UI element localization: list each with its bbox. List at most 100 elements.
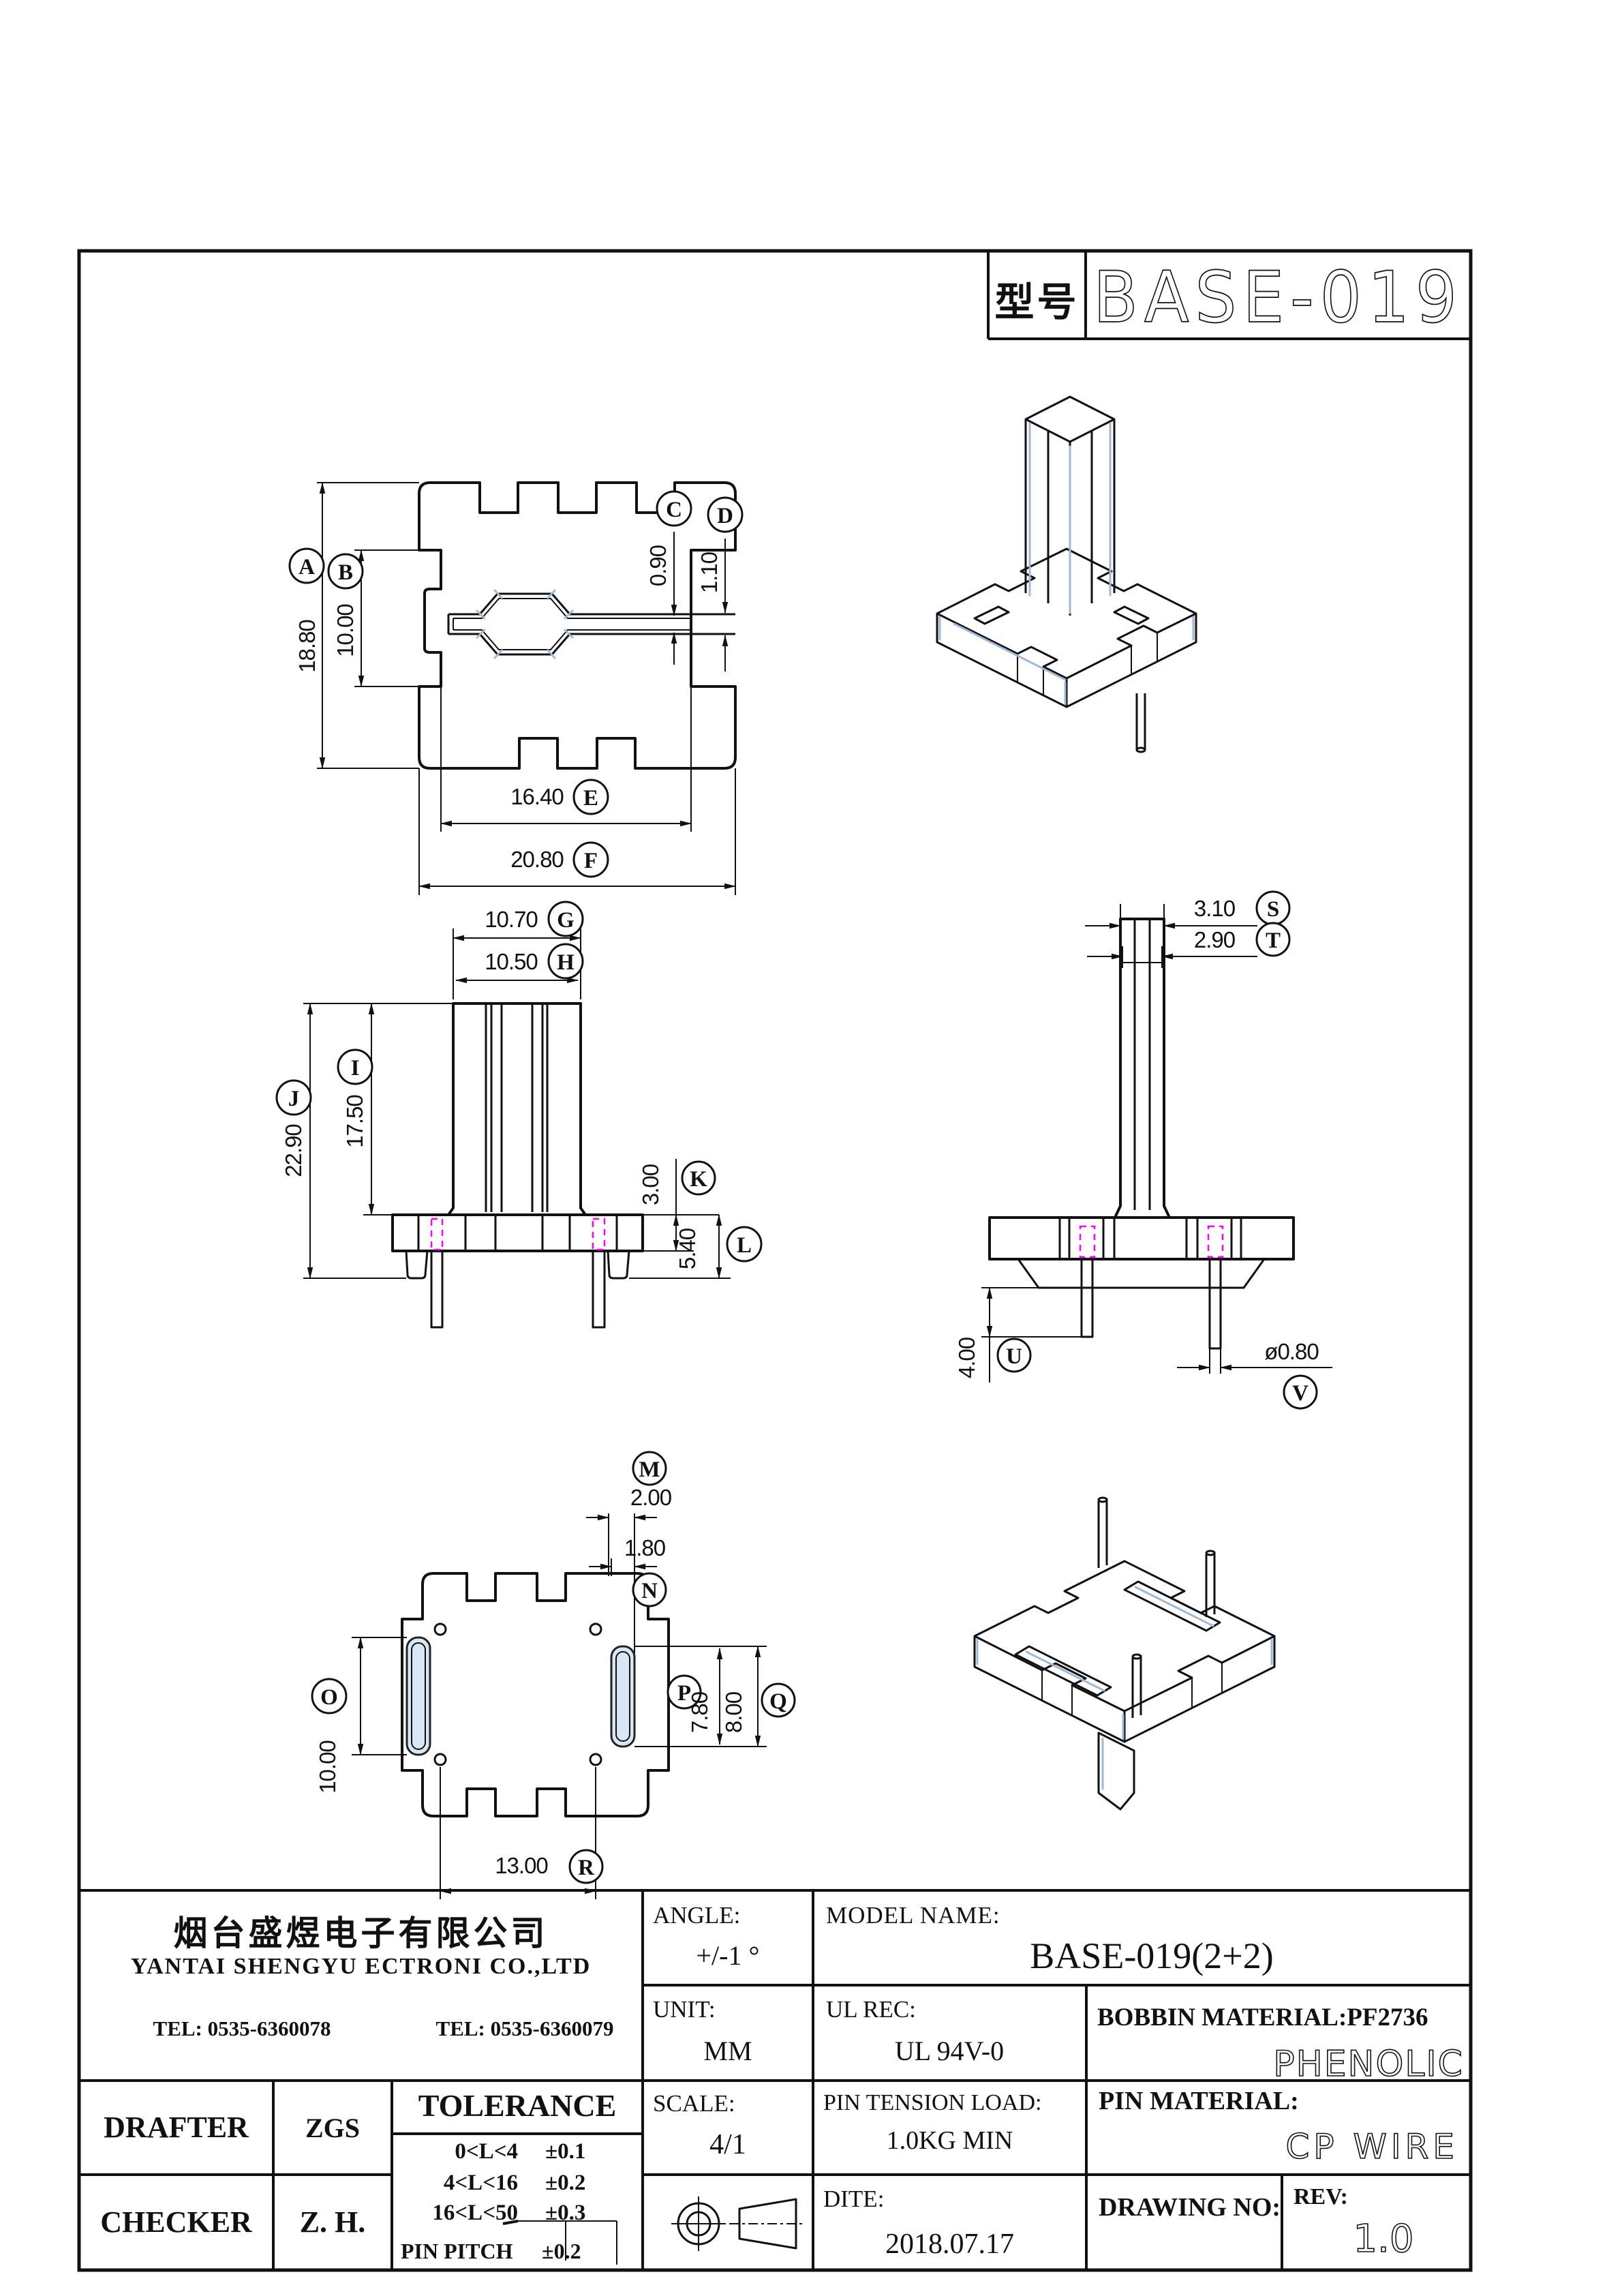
dim-V: ø0.80 V [1177, 1339, 1332, 1410]
tolerance-row-range: PIN PITCH [401, 2239, 513, 2263]
dim-I: I 17.50 [337, 1003, 393, 1215]
iso-top-part [936, 395, 1197, 753]
pin-hole [433, 1753, 447, 1766]
date-label: DITE: [823, 2186, 885, 2212]
dim-P-value: 7.80 [687, 1691, 712, 1733]
front-view-part [391, 1002, 644, 1329]
dim-F-value: 20.80 [510, 847, 564, 872]
hidden-pin-hole-right [592, 1218, 606, 1251]
bottom-view-part [401, 1572, 670, 1817]
dim-N: 1.80 N [589, 1535, 667, 1607]
dim-V-value: ø0.80 [1264, 1339, 1319, 1364]
sheet-border [77, 249, 1473, 2272]
dim-B: B 10.00 [327, 549, 441, 687]
tolerance-row-range: 4<L<16 [443, 2171, 518, 2195]
dim-J-letter: J [288, 1087, 300, 1111]
front-pin-left [430, 1250, 444, 1329]
ul-rec-value: UL 94V-0 [894, 2036, 1005, 2066]
dim-E: 16.40 E [440, 686, 692, 832]
title-block-grid [987, 252, 1471, 340]
dim-L-value: 5.40 [675, 1228, 700, 1269]
dim-K-value: 3.00 [638, 1164, 663, 1205]
unit-label: UNIT: [653, 1996, 716, 2023]
dim-L: 5.40 L [629, 1214, 763, 1279]
dim-G-letter: G [557, 908, 575, 933]
dim-R: 13.00 R [440, 1767, 604, 1899]
hidden-pin-hole-left [430, 1218, 444, 1251]
tolerance-row-tol: ±0.3 [545, 2201, 586, 2225]
unit-value: MM [703, 2036, 752, 2066]
dim-N-value: 1.80 [624, 1535, 666, 1560]
dim-D: D 1.10 [697, 496, 744, 671]
dim-H: 10.50 H [455, 943, 584, 984]
bottom-slot-left [406, 1636, 431, 1756]
title-model-value-clip: BASE-019 [1090, 251, 1471, 338]
dim-S-value: 3.10 [1194, 896, 1236, 921]
bottom-slot-right [610, 1645, 636, 1748]
drafter-value: ZGS [305, 2113, 361, 2143]
dim-Q-letter: Q [769, 1689, 787, 1714]
angle-value: +/-1 ° [696, 1940, 760, 1971]
pin-hole [589, 1753, 602, 1766]
dim-P-letter: P [677, 1681, 691, 1706]
view-bottom-plan: M 2.00 1.80 N O 10.00 P 7.80 [311, 1451, 796, 1899]
dim-J-value: 22.90 [281, 1124, 306, 1177]
dim-K: 3.00 K [638, 1159, 719, 1252]
info-table-grid [79, 1889, 1471, 2270]
dim-C: C 0.90 [645, 490, 692, 665]
dim-K-letter: K [690, 1167, 707, 1192]
dim-H-value: 10.50 [485, 949, 538, 974]
tolerance-title: TOLERANCE [418, 2088, 617, 2123]
side-hidden-hole-left [1079, 1225, 1096, 1258]
dim-N-letter: N [641, 1579, 658, 1603]
dim-G: 10.70 G [453, 901, 584, 999]
dim-A: A 18.80 [288, 482, 419, 769]
dim-E-letter: E [583, 786, 598, 811]
tolerance-row-tol: ±0.2 [545, 2171, 586, 2195]
tolerance-row-range: 16<L<50 [432, 2201, 518, 2225]
dim-U: U 4.00 [954, 1287, 1082, 1383]
dim-D-value: 1.10 [697, 552, 722, 593]
dim-O: O 10.00 [311, 1637, 407, 1794]
tolerance-dim-glyph [502, 2220, 617, 2265]
dim-Q-value: 8.00 [721, 1691, 746, 1733]
dim-C-letter: C [666, 498, 682, 522]
slot-chamfer-ticks [476, 589, 574, 659]
tolerance-row-tol: ±0.1 [545, 2139, 586, 2164]
drafter-label: DRAFTER [104, 2111, 249, 2144]
dim-T-value: 2.90 [1194, 927, 1236, 952]
iso-bottom-part [973, 1496, 1276, 1811]
pin-material-label: PIN MATERIAL: [1099, 2087, 1299, 2115]
top-view-part-outline [418, 481, 737, 770]
bobbin-material-value: PHENOLIC [1272, 2043, 1464, 2085]
date-value: 2018.07.17 [885, 2229, 1014, 2260]
dim-P: P 7.80 [634, 1646, 767, 1747]
dim-F-letter: F [584, 849, 598, 873]
dim-M-value: 2.00 [630, 1485, 672, 1510]
rev-value: 1.0 [1353, 2216, 1415, 2262]
side-view-part [988, 918, 1295, 1350]
pin-hole [589, 1622, 602, 1636]
dim-T: 2.90 T [1087, 922, 1291, 968]
company-tel-1: TEL: 0535-6360078 [153, 2016, 331, 2040]
view-top-plan: A 18.80 B 10.00 C 0.90 D 1.10 [288, 481, 744, 895]
company-name-cn: 烟台盛煜电子有限公司 [173, 1914, 549, 1952]
title-model-value: BASE-019 [1092, 256, 1463, 338]
dim-M-letter: M [639, 1457, 660, 1482]
dim-C-value: 0.90 [645, 545, 671, 586]
dim-I-letter: I [351, 1056, 360, 1081]
dim-S-letter: S [1267, 897, 1279, 922]
dim-T-letter: T [1266, 928, 1281, 953]
pin-tension-value: 1.0KG MIN [886, 2126, 1013, 2155]
dim-L-letter: L [737, 1233, 752, 1258]
dim-B-value: 10.00 [333, 604, 358, 657]
dim-U-value: 4.00 [954, 1337, 979, 1378]
view-side-elevation: 3.10 S 2.90 T U 4.00 [954, 890, 1332, 1410]
pin-hole [433, 1622, 447, 1636]
dim-O-letter: O [320, 1685, 338, 1710]
rev-label: REV: [1294, 2184, 1348, 2209]
pin-tension-label: PIN TENSION LOAD: [823, 2090, 1042, 2115]
angle-label: ANGLE: [653, 1902, 741, 1929]
